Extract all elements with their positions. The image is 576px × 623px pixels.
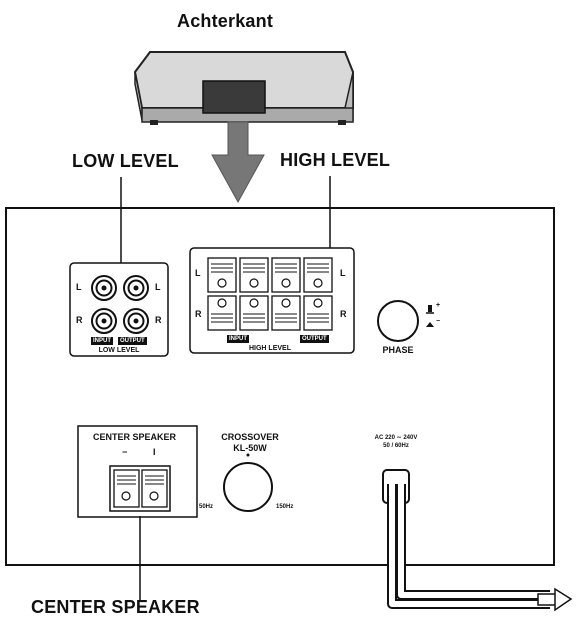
crossover-title: CROSSOVER <box>221 432 279 442</box>
high-right-r-label: R <box>340 309 347 319</box>
low-left-l-label: L <box>76 282 82 292</box>
phase-switch-knob <box>377 300 419 342</box>
device-label: Achterkant <box>177 11 274 31</box>
center-plus-label: I <box>153 447 156 457</box>
phase-minus-label: − <box>436 318 441 325</box>
crossover-model: KL-50W <box>233 443 267 453</box>
high-level-title: HIGH LEVEL <box>280 150 391 170</box>
power-frequency-label: 50 / 60Hz <box>383 443 409 449</box>
high-left-l-label: L <box>195 268 201 278</box>
connection-arrow-icon <box>211 121 265 204</box>
center-minus-label: − <box>122 447 128 457</box>
device-panel-window <box>202 80 266 114</box>
phase-caption: PHASE <box>382 345 414 355</box>
power-voltage-label: AC 220 ∼ 240V <box>374 435 418 441</box>
low-level-title: LOW LEVEL <box>72 151 179 171</box>
center-speaker-panel-title: CENTER SPEAKER <box>93 432 177 442</box>
high-output-tag: OUTPUT <box>300 335 329 343</box>
amplifier-device <box>133 51 354 125</box>
phase-plus-label: + <box>436 302 441 309</box>
center-speaker-terminals <box>109 465 171 512</box>
low-right-r-label: R <box>155 315 162 325</box>
low-input-tag: INPUT <box>91 337 113 345</box>
high-left-r-label: R <box>195 309 202 319</box>
low-level-caption: LOW LEVEL <box>98 347 140 354</box>
subwoofer-back-panel <box>5 207 555 566</box>
low-left-r-label: R <box>76 315 83 325</box>
rca-jacks <box>91 275 149 334</box>
low-right-l-label: L <box>155 282 161 292</box>
crossover-max-label: 150Hz <box>276 504 294 510</box>
center-speaker-title: CENTER SPEAKER <box>31 597 200 617</box>
high-right-l-label: L <box>340 268 346 278</box>
power-arrow-icon <box>537 587 573 612</box>
crossover-knob <box>223 462 273 512</box>
speaker-terminals <box>207 257 333 331</box>
high-level-caption: HIGH LEVEL <box>248 345 292 352</box>
high-input-tag: INPUT <box>227 335 249 343</box>
low-output-tag: OUTPUT <box>118 337 147 345</box>
crossover-min-label: 50Hz <box>199 504 214 510</box>
power-cord <box>382 469 550 609</box>
